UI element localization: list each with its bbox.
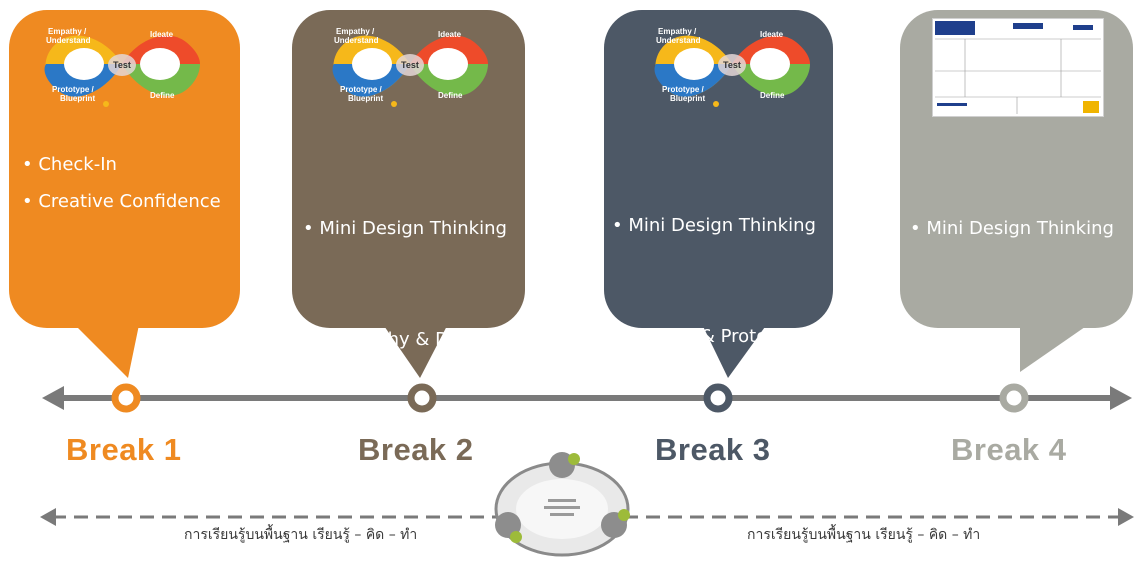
- svg-text:Ideate: Ideate: [438, 30, 462, 39]
- svg-text:Prototype /: Prototype /: [340, 85, 383, 94]
- dashed-arrow-left-icon: [40, 508, 56, 526]
- svg-text:Understand: Understand: [334, 36, 379, 45]
- logo-define-label: Define: [150, 91, 175, 100]
- break4-marker: [999, 383, 1029, 413]
- design-thinking-logo: Empathy / Understand Ideate Test Prototy…: [44, 27, 200, 107]
- logo-empathy-label: Empathy /: [48, 27, 87, 36]
- svg-text:Test: Test: [401, 60, 419, 70]
- svg-text:Understand: Understand: [656, 36, 701, 45]
- break1-line: • Creative Confidence: [22, 191, 221, 212]
- footer-left-text: การเรียนรู้บนพื้นฐาน เรียนรู้ – คิด – ทำ: [184, 527, 418, 543]
- design-thinking-logo: Empathy / Understand Ideate Test Prototy…: [654, 27, 810, 107]
- svg-text:Test: Test: [723, 60, 741, 70]
- break2-text: • Mini Design Thinking – Empathy & Defin…: [303, 136, 507, 506]
- break3-label: Break 3: [655, 432, 771, 467]
- break3-line: : Brain Writing Mixed: [612, 437, 800, 458]
- svg-text:Define: Define: [760, 91, 785, 100]
- svg-text:Ideate: Ideate: [760, 30, 784, 39]
- svg-text:Understand: Understand: [46, 36, 91, 45]
- break3-line: • Mini Design Thinking: [612, 215, 816, 236]
- svg-text:Define: Define: [438, 91, 463, 100]
- break4-text: • Mini Design Thinking – Test : 1 Page C…: [910, 136, 1114, 506]
- footer-right-text: การเรียนรู้บนพื้นฐาน เรียนรู้ – คิด – ทำ: [747, 527, 981, 543]
- break2-marker: [407, 383, 437, 413]
- break4-line: • Mini Design Thinking: [910, 218, 1114, 239]
- arrow-left-icon: [42, 386, 64, 410]
- break2-line: – Empathy & Define: [303, 329, 494, 350]
- logo-ideate-label: Ideate: [150, 30, 174, 39]
- svg-text:Blueprint: Blueprint: [348, 94, 383, 103]
- break4-line: – Test: [910, 329, 972, 350]
- logo-prototype-label: Prototype /: [52, 85, 95, 94]
- break2-line: • Mini Design Thinking: [303, 218, 507, 239]
- break1-label: Break 1: [66, 432, 182, 467]
- arrow-right-icon: [1110, 386, 1132, 410]
- break4-line: : 1 Page Conclusion: [910, 440, 1110, 461]
- svg-text:Prototype /: Prototype /: [662, 85, 705, 94]
- break2-label: Break 2: [358, 432, 474, 467]
- break1-line: • Check-In: [22, 154, 117, 175]
- break2-bubble-tail: [380, 320, 450, 378]
- dashed-arrow-right-icon: [1118, 508, 1134, 526]
- break2-line: : Empathy Canvas: [303, 440, 468, 461]
- break3-marker: [703, 383, 733, 413]
- break4-label: Break 4: [951, 432, 1067, 467]
- svg-text:Empathy /: Empathy /: [658, 27, 697, 36]
- svg-text:Blueprint: Blueprint: [60, 94, 95, 103]
- break3-bubble-tail: [700, 320, 770, 378]
- break3-text: • Mini Design Thinking – Ideate & Protot…: [612, 133, 816, 503]
- design-thinking-logo: Empathy / Understand Ideate Test Prototy…: [332, 27, 488, 107]
- svg-text:Empathy /: Empathy /: [336, 27, 375, 36]
- break1-bubble-tail: [70, 320, 140, 378]
- svg-text:Blueprint: Blueprint: [670, 94, 705, 103]
- conclusion-canvas-thumbnail: [932, 18, 1104, 117]
- break1-text: • Check-In • Creative Confidence: [22, 146, 221, 220]
- break3-line: – Ideate & Prototype: [612, 326, 808, 347]
- break4-bubble-tail: [1020, 320, 1095, 372]
- break1-marker: [111, 383, 141, 413]
- learning-growth-cycle-illustration: [494, 452, 630, 557]
- logo-test-label: Test: [113, 60, 131, 70]
